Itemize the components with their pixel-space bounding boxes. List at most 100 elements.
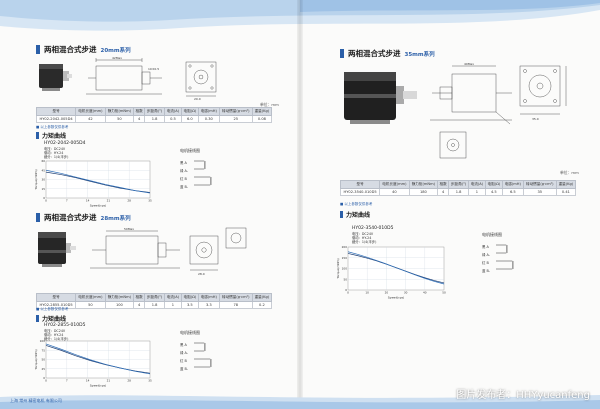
x-tick-label: 7 (66, 199, 68, 203)
x-axis-label: Speed(rps) (90, 384, 106, 388)
wiring-diagram-35mm: 电机接线图 (482, 232, 502, 238)
header-current: 电流(A) (164, 107, 182, 116)
header-model: 型号 (339, 180, 381, 189)
header-length: 电机长度(mm) (379, 180, 410, 189)
header-step-angle: 步距角(°) (144, 107, 166, 116)
section-title: 两相混合式步进 (44, 45, 97, 54)
header-model: 型号 (35, 107, 77, 116)
cell-inertia: 25 (218, 114, 253, 123)
header-current: 电流(A) (164, 293, 182, 302)
motor-photo-35mm (344, 72, 417, 124)
y-tick-label: 60 (41, 159, 45, 163)
x-tick-label: 40 (423, 291, 427, 295)
y-axis-label: Torque(mNm) (34, 169, 38, 190)
dimension-drawing-side-35mm: 40Max (430, 62, 512, 125)
dimension-drawing-front-20mm: 20.0 (185, 61, 217, 100)
coil-symbol-icon (496, 244, 514, 270)
y-tick-label: 150 (342, 256, 348, 260)
spec-note: ■ 以上参数仅供参考 (36, 125, 69, 129)
svg-text:40Max: 40Max (464, 62, 474, 66)
cell-weight: 0.41 (555, 187, 577, 196)
footer-company: 上海 常州 精密电机 有限公司 (10, 398, 62, 403)
x-tick-label: 0 (45, 379, 47, 383)
header-model: 型号 (35, 293, 77, 302)
y-tick-label: 0 (345, 288, 347, 292)
header-weight: 重量(Kg) (251, 107, 273, 116)
footer-swoosh (0, 395, 600, 409)
chart-title: HY02-2042-005D4 (44, 141, 86, 146)
unit-label: 单位：mm (260, 102, 279, 107)
y-tick-label: 50 (343, 277, 347, 281)
page-spine (297, 0, 303, 409)
y-tick-label: 50 (41, 358, 45, 362)
cell-weight: 0.08 (251, 114, 273, 123)
wire-label: 蓝 B- (180, 185, 189, 189)
table-row: HY02-2042-005D4 42 50 4 1.8 0.5 6.0 0.30… (35, 114, 273, 123)
cell-inductance: 3.3 (197, 300, 220, 309)
watermark: 图片发布者：HHYyucanfeng (456, 390, 590, 401)
section-size: 28mm系列 (100, 216, 131, 222)
chart-title: HY02-2855-010D5 (44, 323, 86, 328)
header-inductance: 电感(mH) (197, 107, 220, 116)
svg-text:35.0: 35.0 (532, 117, 539, 121)
section-header-35mm: 两相混合式步进 35mm系列 (340, 48, 435, 59)
dimension-drawing-front-28mm: 28.0 (189, 227, 247, 276)
wire-label: 蓝 B- (180, 367, 189, 371)
cell-step-angle: 1.8 (448, 187, 470, 196)
header-inductance: 电感(mH) (501, 180, 524, 189)
cell-torque: 50 (104, 114, 135, 123)
svg-text:10±0.5: 10±0.5 (148, 67, 159, 71)
cell-length: 42 (75, 114, 106, 123)
spec-header-row: 型号 电机长度(mm) 静力矩(mNm) 相数 步距角(°) 电流(A) 电阻(… (35, 107, 273, 116)
header-torque: 静力矩(mNm) (104, 107, 135, 116)
wire-label: 红 B (482, 261, 489, 265)
wiring-diagram-28mm: 电机接线图 (180, 330, 200, 336)
x-tick-label: 0 (45, 199, 47, 203)
meta-driver: 驱动：HY-24 (44, 151, 64, 155)
wire-label: 绿 A- (180, 169, 188, 173)
cell-inertia: 35 (522, 187, 557, 196)
cell-resistance: 6.0 (180, 114, 199, 123)
cell-step-angle: 1.8 (144, 300, 166, 309)
cell-length: 40 (379, 187, 410, 196)
spec-table-28mm: 型号 电机长度(mm) 静力矩(mNm) 相数 步距角(°) 电流(A) 电阻(… (35, 293, 273, 309)
x-tick-label: 28 (127, 199, 131, 203)
coil-symbol-icon (194, 342, 212, 368)
chart-title: HY02-3540-010D5 (352, 226, 394, 231)
y-tick-label: 200 (342, 245, 348, 249)
y-tick-label: 25 (41, 367, 45, 371)
wire-label: 黑 A (180, 161, 187, 165)
torque-heading-28mm: 力矩曲线 (36, 314, 66, 323)
wiring-title: 电机接线图 (482, 232, 502, 237)
section-header-28mm: 两相混合式步进 28mm系列 (36, 212, 131, 223)
spec-note: ■ 以上参数仅供参考 (36, 307, 69, 311)
wire-label: 红 B (180, 177, 187, 181)
wiring-title: 电机接线图 (180, 148, 200, 153)
x-axis-label: Speed(rps) (388, 296, 404, 300)
wire-label: 黑 A (482, 245, 489, 249)
x-tick-label: 50 (442, 291, 446, 295)
header-resistance: 电阻(Ω) (484, 180, 503, 189)
cell-current: 1 (164, 300, 182, 309)
header-resistance: 电阻(Ω) (180, 293, 199, 302)
meta-voltage: 电压：DC24V (44, 329, 66, 333)
cell-weight: 0.2 (251, 300, 273, 309)
cell-phases: 4 (437, 187, 450, 196)
torque-heading-text: 力矩曲线 (42, 133, 67, 140)
chart-meta: 电压：DC24V 驱动：HY-24 细分：1/4(半步) (44, 329, 68, 341)
y-tick-label: 15 (41, 187, 45, 191)
section-size: 35mm系列 (404, 52, 435, 58)
x-tick-label: 21 (107, 379, 111, 383)
meta-voltage: 电压：DC24V (44, 147, 66, 151)
coil-symbol-icon (194, 160, 212, 186)
chart-meta: 电压：DC24V 驱动：HY-24 细分：1/4(半步) (352, 232, 376, 244)
section-marker (36, 213, 40, 222)
cell-step-angle: 1.8 (144, 114, 166, 123)
table-row: HY02-3540-010D5 40 180 4 1.8 1 4.5 6.5 3… (339, 187, 577, 196)
svg-text:50Max: 50Max (124, 227, 134, 231)
table-row: HY02-2855-010D5 50 100 4 1.8 1 3.5 3.3 7… (35, 300, 273, 309)
section-header-20mm: 两相混合式步进 20mm系列 (36, 44, 131, 55)
cell-torque: 100 (104, 300, 135, 309)
motor-photo-20mm (39, 64, 72, 91)
meta-microstep: 细分：1/4(半步) (352, 240, 377, 244)
